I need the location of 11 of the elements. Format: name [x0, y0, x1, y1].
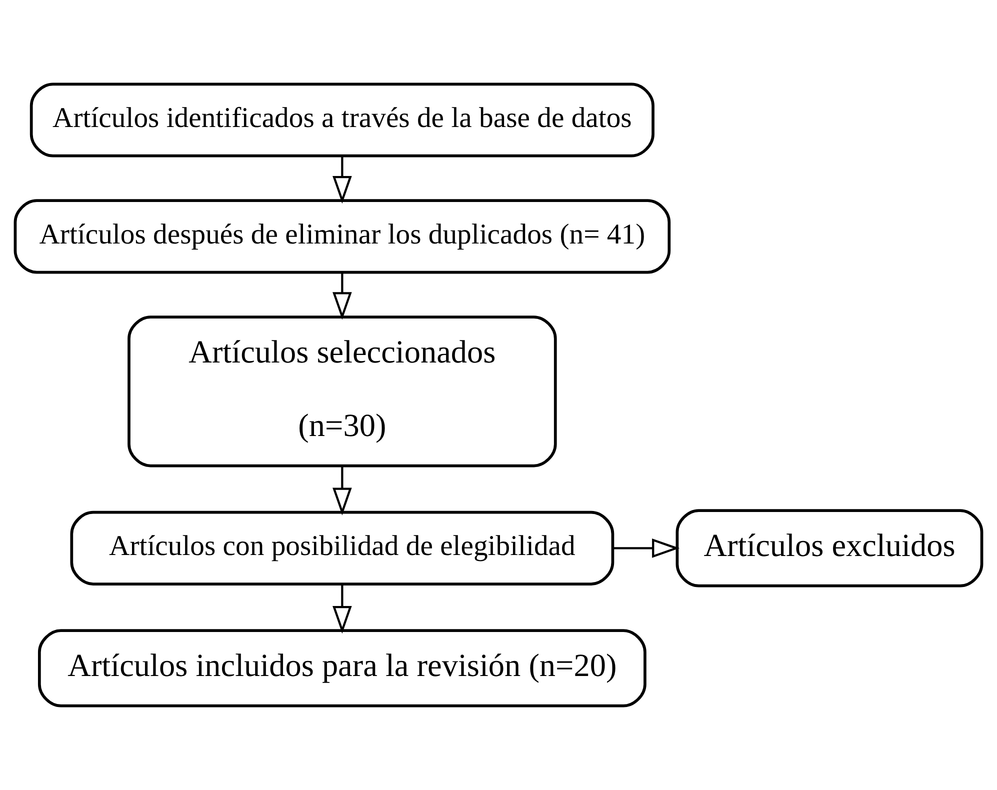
node-box: Artículos identificados a través de la base de datos: [30, 82, 654, 158]
node-box: Artículos seleccionados (n=30): [128, 316, 557, 468]
arrow: [332, 466, 352, 516]
node-box: Artículos excluidos: [676, 509, 984, 588]
node-box: Artículos incluidos para la revisión (n=20): [38, 629, 646, 708]
arrow: [332, 156, 352, 204]
node-box: Artículos con posibilidad de elegibilidad: [70, 510, 614, 586]
arrow: [612, 538, 680, 558]
node-box: Artículos después de eliminar los duplicados (n= 41): [14, 199, 671, 274]
arrow: [332, 272, 352, 320]
arrow: [332, 584, 352, 634]
